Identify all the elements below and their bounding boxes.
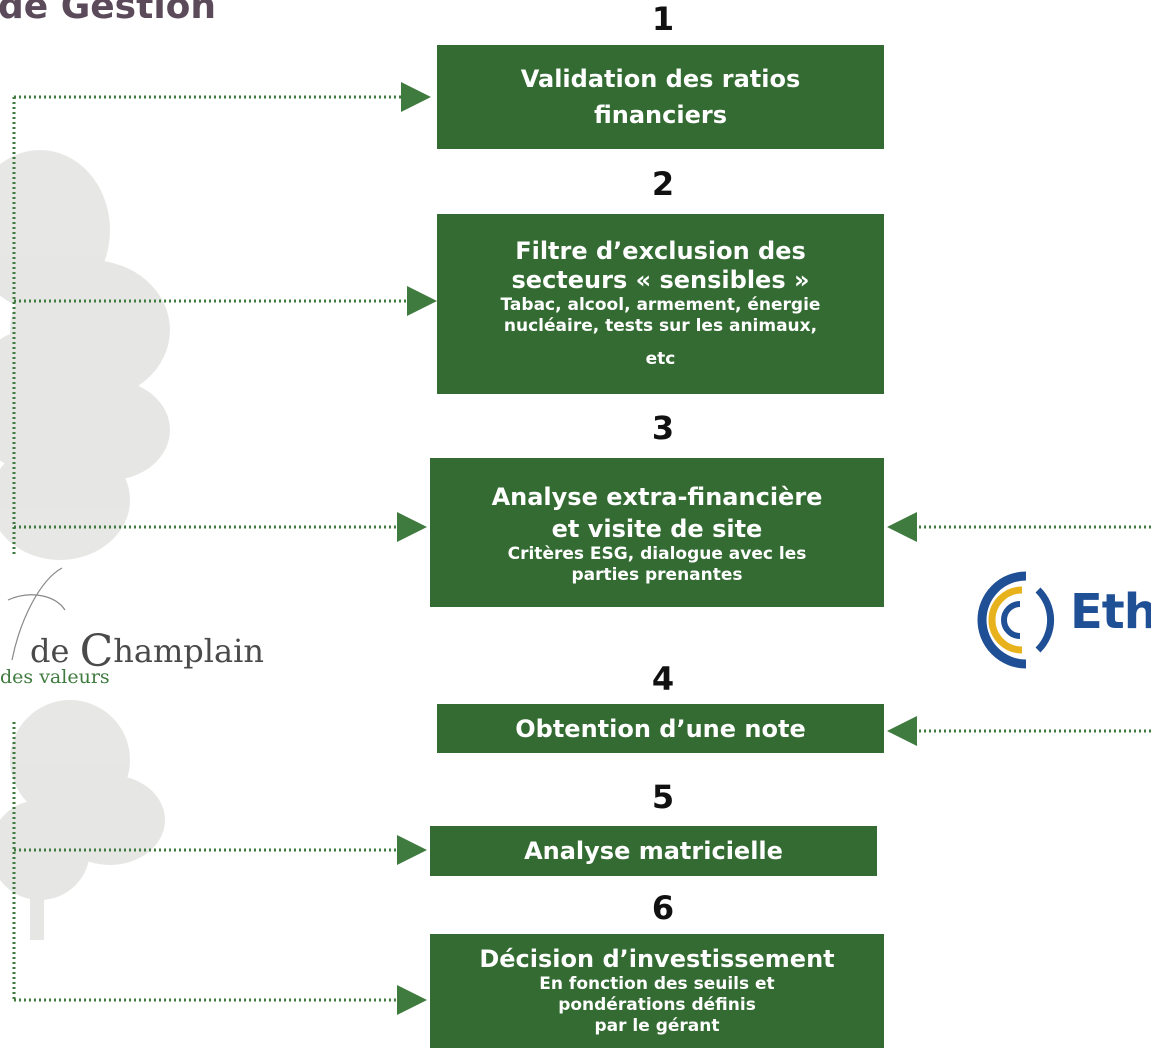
champlain-logo-cap: C — [79, 626, 114, 677]
champlain-signature-mark — [7, 567, 66, 661]
step-1-title-line1: Validation des ratios — [520, 65, 801, 93]
step-5-number: 5 — [651, 778, 675, 816]
step-4-box: Obtention d’une note — [437, 704, 884, 753]
step-1-box: Validation des ratios financiers — [437, 45, 884, 149]
step-5-box: Analyse matricielle — [430, 826, 877, 876]
background-tree-image — [0, 150, 170, 940]
step-4-title: Obtention d’une note — [515, 714, 806, 743]
champlain-logo-rest: hamplain — [113, 632, 264, 670]
step-6-number: 6 — [651, 889, 675, 927]
champlain-logo-name: de Champlain — [30, 622, 264, 677]
step-5-title: Analyse matricielle — [524, 837, 783, 865]
ethos-logo-name: Eth — [1070, 584, 1151, 640]
step-2-number: 2 — [651, 165, 675, 203]
champlain-logo-initial: de — [30, 632, 70, 670]
step-2-detail-line3: etc — [645, 349, 676, 370]
step-4-number: 4 — [651, 660, 675, 698]
step-3-title-line1: Analyse extra-financière — [491, 482, 823, 511]
step-6-detail-line1: En fonction des seuils et — [539, 973, 775, 994]
page-title: de Gestion — [0, 0, 217, 27]
step-3-number: 3 — [651, 409, 675, 447]
step-6-detail-line3: par le gérant — [594, 1016, 720, 1037]
step-3-detail-line1: Critères ESG, dialogue avec les — [507, 543, 807, 564]
champlain-logo: de Champlain des valeurs — [0, 560, 264, 700]
champlain-logo-tagline: des valeurs — [0, 666, 110, 688]
step-1-title-line2: financiers — [593, 101, 727, 129]
step-1-number: 1 — [651, 0, 675, 38]
step-3-box: Analyse extra-financière et visite de si… — [430, 458, 884, 607]
step-6-detail-line2: pondérations définis — [558, 994, 756, 1015]
step-2-title-line2: secteurs « sensibles » — [511, 266, 810, 295]
step-6-box: Décision d’investissement En fonction de… — [430, 934, 884, 1048]
step-2-detail-line1: Tabac, alcool, armement, énergie — [500, 294, 821, 315]
step-2-detail-line2: nucléaire, tests sur les animaux, — [503, 316, 818, 337]
ethos-logo: Eth — [958, 566, 1151, 674]
step-2-box: Filtre d’exclusion des secteurs « sensib… — [437, 214, 884, 394]
step-3-title-line2: et visite de site — [551, 514, 763, 543]
ethos-circle-mark — [977, 571, 1055, 669]
step-6-title: Décision d’investissement — [479, 944, 835, 973]
step-2-title-line1: Filtre d’exclusion des — [515, 237, 806, 266]
step-3-detail-line2: parties prenantes — [571, 564, 743, 585]
